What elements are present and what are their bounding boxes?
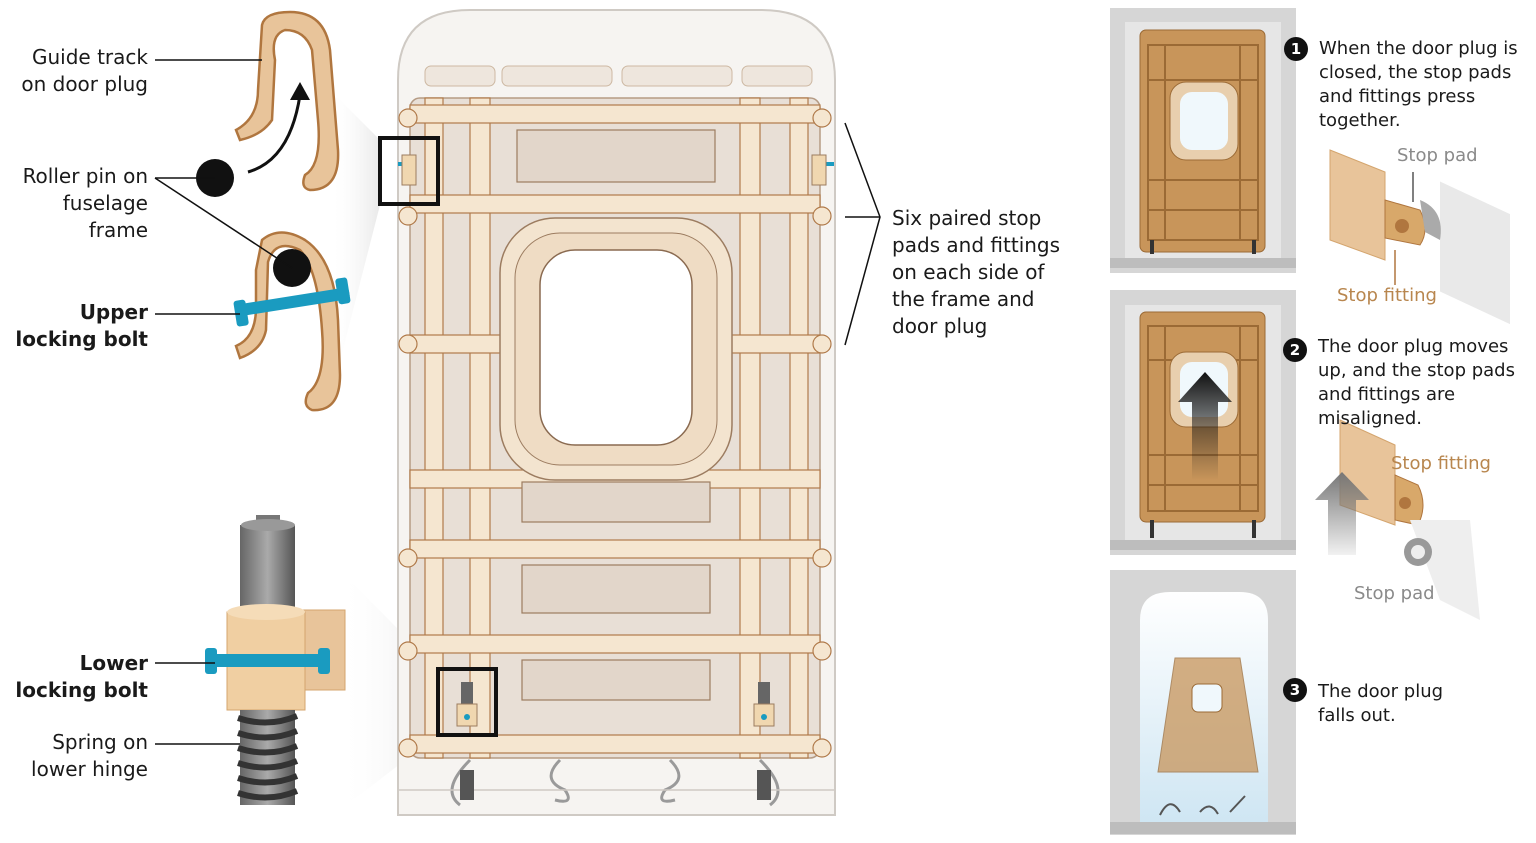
step-2-line-1: The door plug moves bbox=[1318, 336, 1509, 357]
step-2-illustration bbox=[1110, 290, 1480, 620]
roller-pin-label-line-2: fuselage bbox=[62, 191, 148, 215]
step-1-text: When the door plug is closed, the stop p… bbox=[1319, 37, 1518, 133]
guide-track-detail bbox=[196, 10, 351, 412]
callout-shadow-upper bbox=[330, 90, 380, 400]
spring-label: Spring on lower hinge bbox=[31, 729, 148, 783]
step-2-text: The door plug moves up, and the stop pad… bbox=[1318, 335, 1515, 431]
stop-pads-label-line-5: door plug bbox=[892, 314, 988, 338]
lower-callout-box bbox=[436, 667, 498, 737]
upper-bolt-label: Upper locking bolt bbox=[15, 299, 148, 353]
step-1-number: 1 bbox=[1284, 37, 1308, 61]
step-3-number: 3 bbox=[1283, 678, 1307, 702]
step-1-line-3: and fittings press bbox=[1319, 86, 1476, 107]
stop-pads-label-line-2: pads and fittings bbox=[892, 233, 1061, 257]
step-2-stop-fitting-label: Stop fitting bbox=[1391, 453, 1491, 474]
lower-bolt-label: Lower locking bolt bbox=[15, 650, 148, 704]
upper-bolt-label-line-2: locking bolt bbox=[15, 327, 148, 351]
guide-track-label: Guide track on door plug bbox=[21, 44, 148, 98]
upper-callout-box bbox=[378, 136, 440, 206]
step-3-line-1: The door plug bbox=[1318, 681, 1444, 702]
step-1-illustration bbox=[1110, 8, 1510, 325]
stop-pads-label-line-3: on each side of bbox=[892, 260, 1045, 284]
step-1-line-4: together. bbox=[1319, 110, 1401, 131]
step-1-line-2: closed, the stop pads bbox=[1319, 62, 1512, 83]
step-1-line-1: When the door plug is bbox=[1319, 38, 1518, 59]
step-2-line-4: misaligned. bbox=[1318, 408, 1423, 429]
roller-pin-label-line-1: Roller pin on bbox=[22, 164, 148, 188]
step-3-line-2: falls out. bbox=[1318, 705, 1396, 726]
guide-track-label-line-1: Guide track bbox=[32, 45, 148, 69]
stop-pads-label-line-1: Six paired stop bbox=[892, 206, 1042, 230]
step-1-stop-pad-label: Stop pad bbox=[1397, 145, 1478, 166]
step-2-stop-pad-label: Stop pad bbox=[1354, 583, 1435, 604]
leader-lines bbox=[154, 59, 881, 745]
lower-bolt-detail bbox=[205, 515, 346, 805]
step-1-stop-fitting-label: Stop fitting bbox=[1337, 285, 1437, 306]
step-3-illustration bbox=[1110, 570, 1296, 835]
step-2-line-3: and fittings are bbox=[1318, 384, 1456, 405]
step-2-number: 2 bbox=[1283, 338, 1307, 362]
door-plug-drawing bbox=[378, 9, 836, 816]
step-2-line-2: up, and the stop pads bbox=[1318, 360, 1515, 381]
stop-pads-label: Six paired stop pads and fittings on eac… bbox=[892, 205, 1060, 340]
stop-pads-label-line-4: the frame and bbox=[892, 287, 1035, 311]
upper-bolt-label-line-1: Upper bbox=[79, 300, 148, 324]
step-3-text: The door plug falls out. bbox=[1318, 680, 1443, 728]
spring-label-line-2: lower hinge bbox=[31, 757, 148, 781]
roller-pin-label-line-3: frame bbox=[88, 218, 148, 242]
lower-bolt-label-line-2: locking bolt bbox=[15, 678, 148, 702]
lower-bolt-label-line-1: Lower bbox=[79, 651, 148, 675]
spring-label-line-1: Spring on bbox=[52, 730, 148, 754]
guide-track-label-line-2: on door plug bbox=[21, 72, 148, 96]
roller-pin-label: Roller pin on fuselage frame bbox=[23, 163, 148, 244]
